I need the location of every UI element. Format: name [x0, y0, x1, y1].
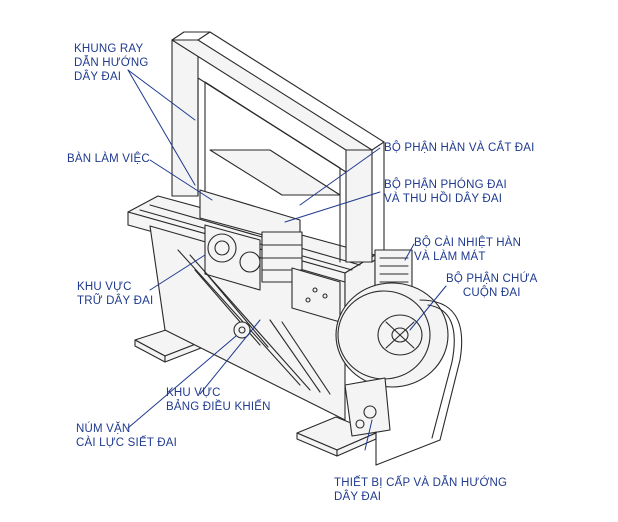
strap-storage: [177, 249, 331, 395]
label-reel-holder-line-2: CUỘN ĐAI: [462, 287, 521, 299]
label-strap-storage-line-2: TRỮ DÂY ĐAI: [77, 295, 154, 307]
label-release-retract-line-1: BỘ PHẬN PHÓNG ĐAI: [384, 179, 507, 191]
mechanism: [199, 149, 413, 323]
label-control-panel-line-2: BẢNG ĐIỀU KHIỂN: [166, 401, 271, 413]
label-tension-knob-line-1: NÚM VẶN: [76, 423, 131, 435]
label-feed-guide: THIẾT BỊ CẤP VÀ DẪN HƯỚNG DÂY ĐAI: [334, 476, 507, 504]
reel-holder: [335, 282, 463, 466]
label-tension-knob-line-2: CÀI LỰC SIẾT ĐAI: [76, 437, 178, 449]
label-heat-cool-line-2: VÀ LÀM MÁT: [414, 251, 486, 263]
label-guide-frame-line-2: DẪN HƯỚNG: [74, 57, 149, 69]
label-strap-storage: KHU VỰC TRỮ DÂY ĐAI: [77, 280, 153, 308]
label-release-retract-line-2: VÀ THU HỒI DÂY ĐAI: [384, 193, 503, 205]
label-feed-guide-line-1: THIẾT BỊ CẤP VÀ DẪN HƯỚNG: [334, 477, 508, 489]
label-guide-frame: KHUNG RAY DẪN HƯỚNG DÂY ĐAI: [74, 42, 149, 84]
tension-knob: [233, 321, 251, 339]
label-reel-holder: BỘ PHẬN CHỨA CUỘN ĐAI: [446, 272, 537, 300]
label-heat-cool: BỘ CÀI NHIỆT HÀN VÀ LÀM MÁT: [414, 236, 521, 264]
label-reel-holder-line-1: BỘ PHẬN CHỨA: [446, 273, 538, 285]
label-guide-frame-line-1: KHUNG RAY: [74, 43, 144, 55]
label-weld-cut: BỘ PHẬN HÀN VÀ CẮT ĐAI: [384, 141, 535, 155]
label-work-table: BÀN LÀM VIỆC: [67, 152, 150, 166]
label-control-panel: KHU VỰC BẢNG ĐIỀU KHIỂN: [166, 386, 271, 414]
label-tension-knob: NÚM VẶN CÀI LỰC SIẾT ĐAI: [76, 422, 177, 450]
label-guide-frame-line-3: DÂY ĐAI: [74, 71, 122, 83]
label-work-table-line-1: BÀN LÀM VIỆC: [67, 153, 150, 165]
label-release-retract: BỘ PHẬN PHÓNG ĐAI VÀ THU HỒI DÂY ĐAI: [384, 178, 507, 206]
label-heat-cool-line-1: BỘ CÀI NHIỆT HÀN: [414, 237, 522, 249]
leader-lines: [127, 69, 447, 451]
label-weld-cut-line-1: BỘ PHẬN HÀN VÀ CẮT ĐAI: [384, 142, 535, 154]
label-control-panel-line-1: KHU VỰC: [166, 387, 221, 399]
label-feed-guide-line-2: DÂY ĐAI: [334, 491, 382, 503]
label-strap-storage-line-1: KHU VỰC: [77, 281, 132, 293]
